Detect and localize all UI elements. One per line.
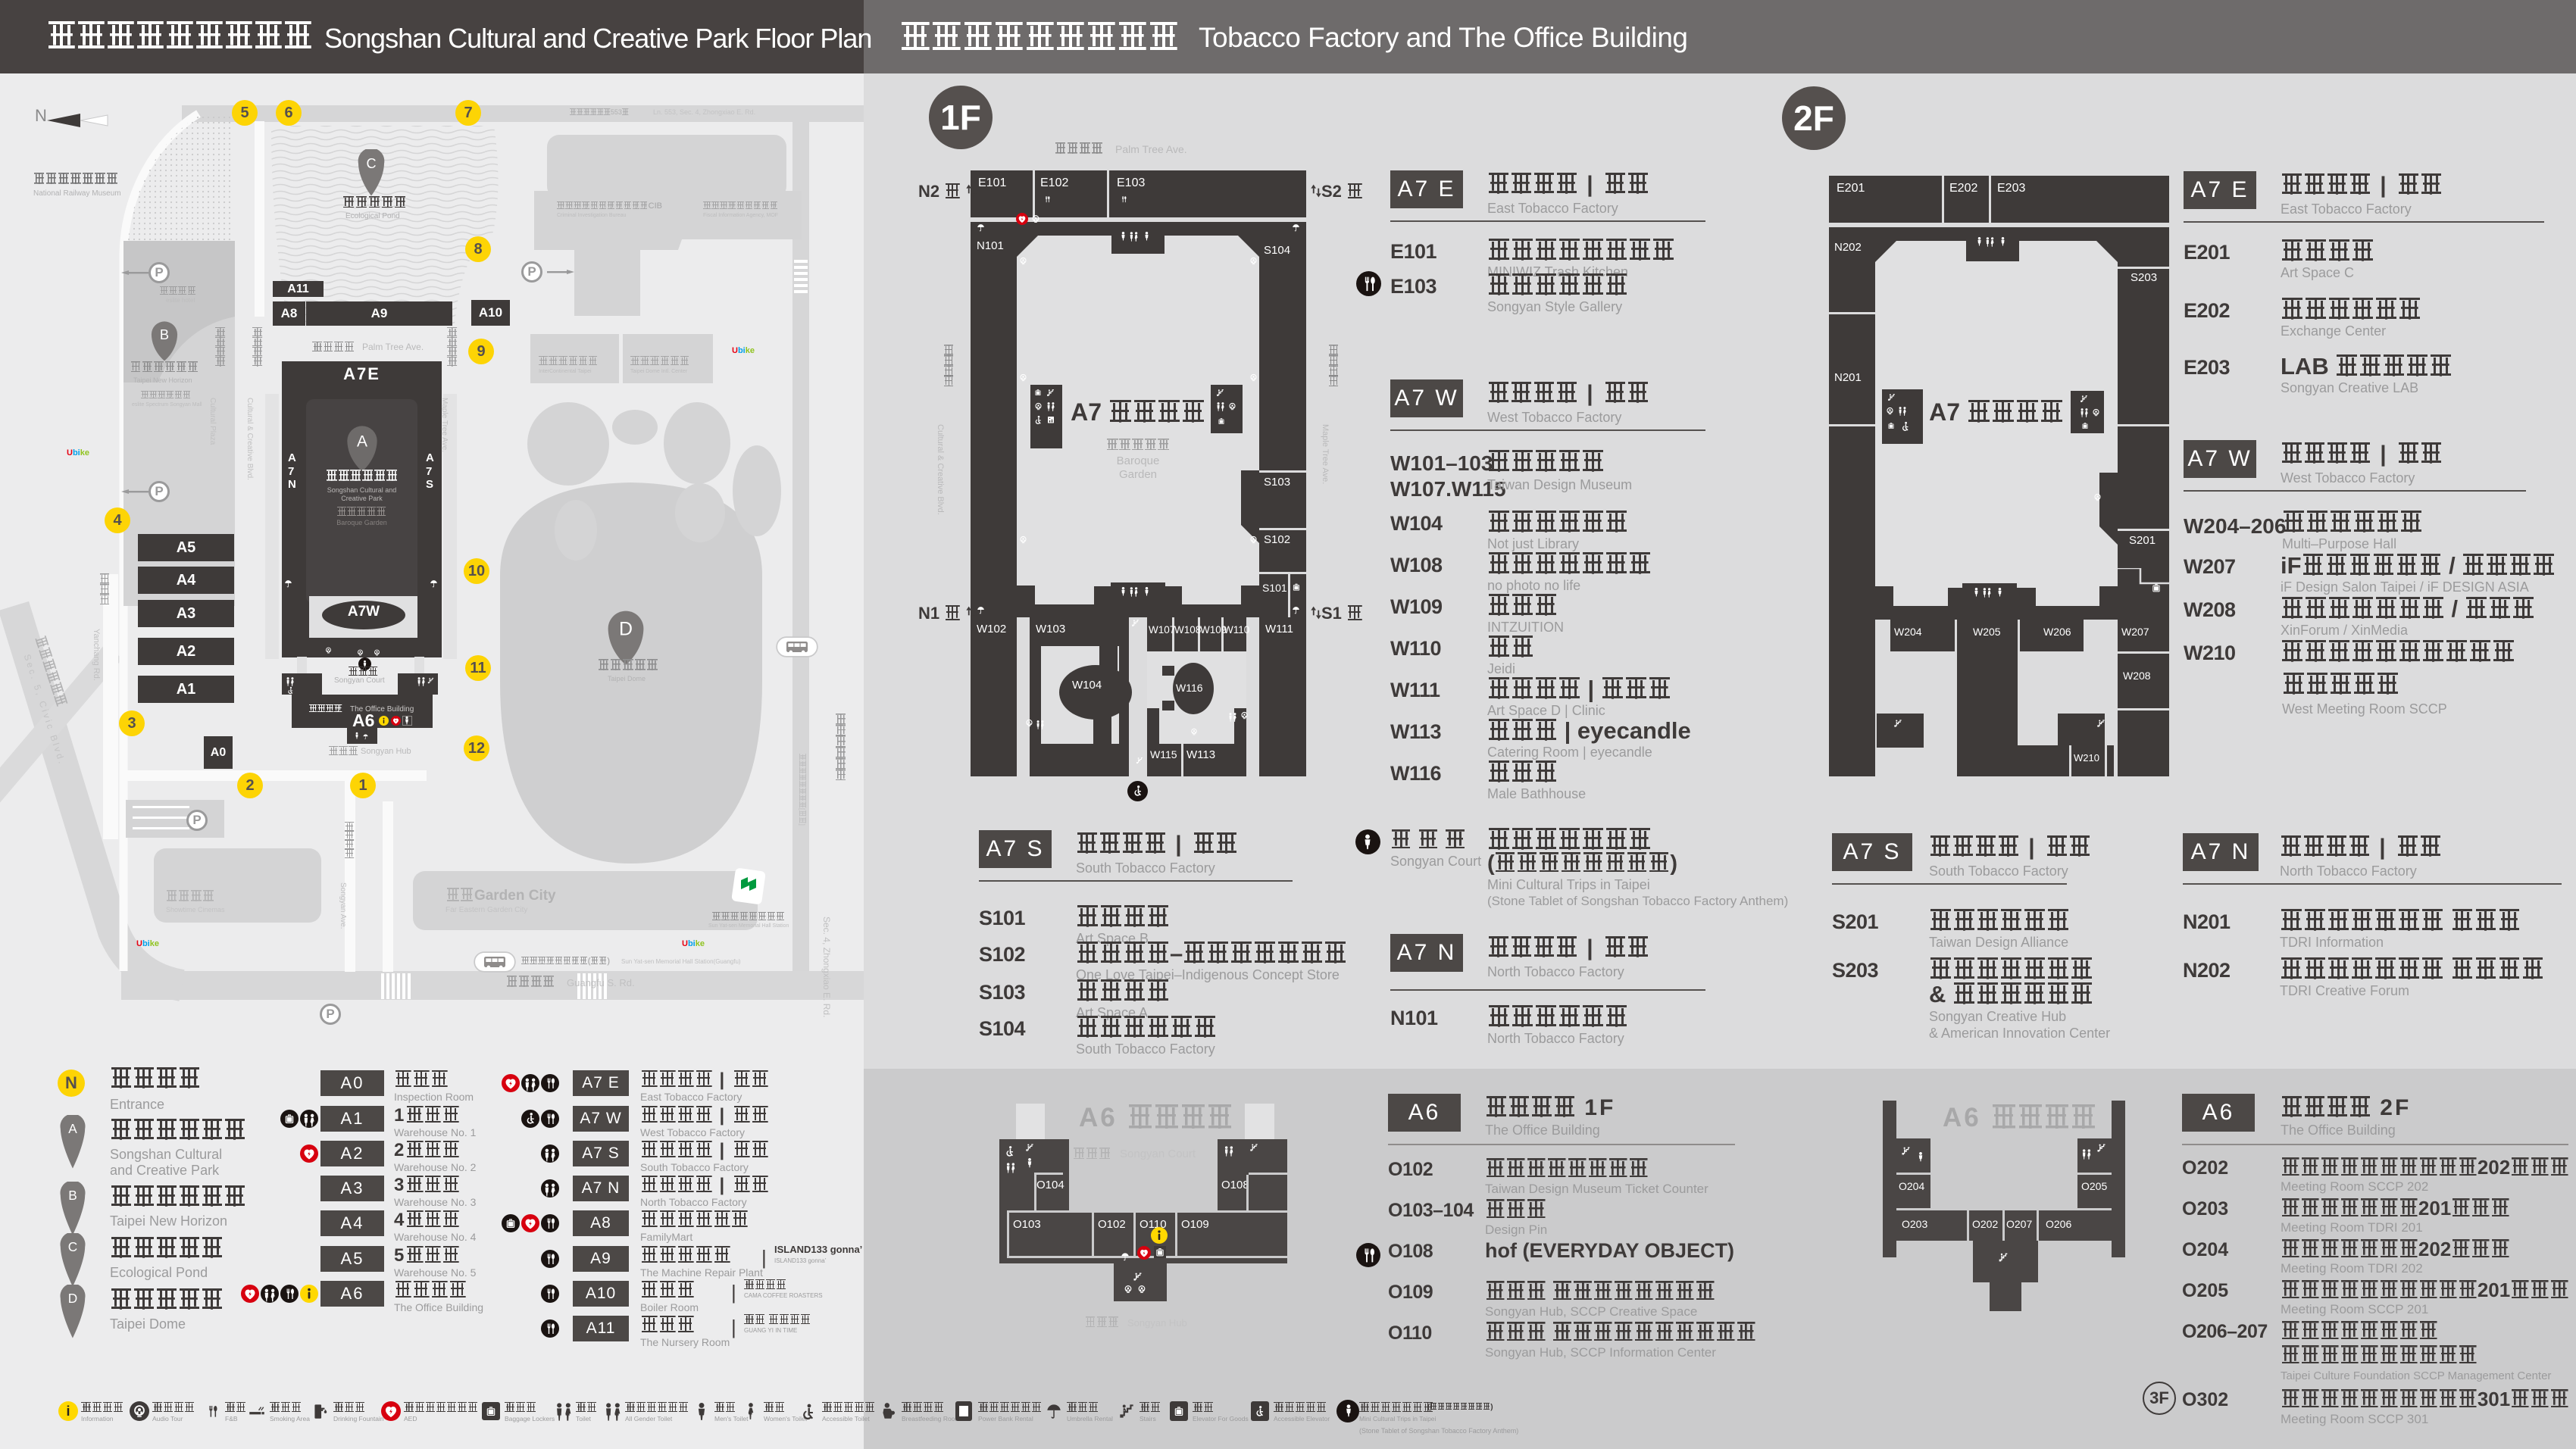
svg-text:B: B — [68, 1188, 77, 1203]
svg-text:A: A — [357, 433, 367, 450]
svg-text:C: C — [366, 156, 376, 171]
svg-text:A: A — [68, 1121, 77, 1136]
svg-text:C: C — [68, 1239, 77, 1254]
svg-text:D: D — [619, 619, 633, 640]
svg-text:B: B — [160, 327, 169, 342]
svg-text:D: D — [68, 1291, 77, 1306]
